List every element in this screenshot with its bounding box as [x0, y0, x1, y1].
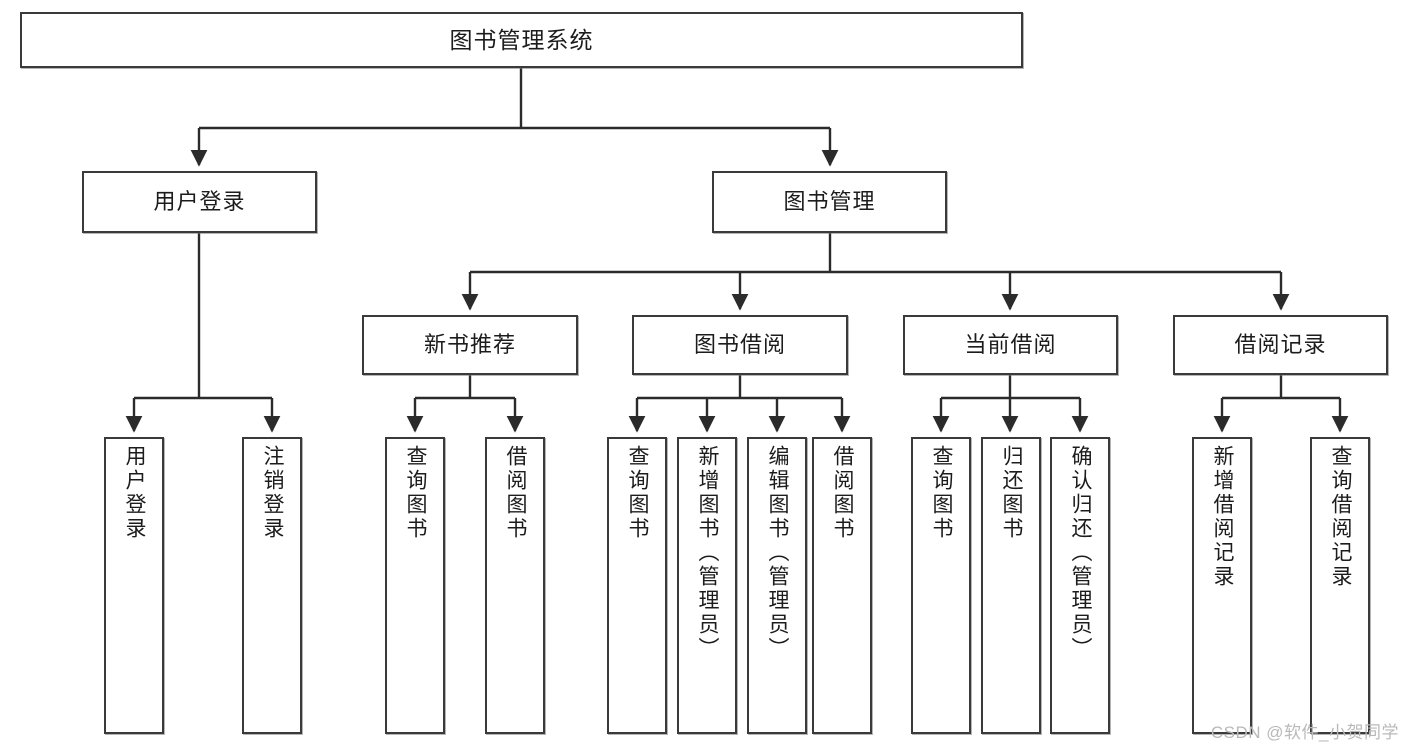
node-label: 新书推荐	[423, 332, 516, 358]
leaf-current-borrow-query[interactable]: 查询图书	[911, 437, 971, 734]
node-label: 新增图书（管理员）	[696, 445, 720, 661]
leaf-book-borrow-borrow[interactable]: 借阅图书	[812, 437, 872, 734]
node-label: 查询借阅记录	[1329, 445, 1353, 589]
node-label: 编辑图书（管理员）	[766, 445, 790, 661]
node-label: 当前借阅	[964, 332, 1057, 358]
leaf-new-book-borrow[interactable]: 借阅图书	[485, 437, 545, 734]
node-label: 新增借阅记录	[1211, 445, 1235, 589]
node-label: 注销登录	[261, 445, 285, 541]
leaf-current-borrow-return[interactable]: 归还图书	[981, 437, 1041, 734]
node-book-borrow[interactable]: 图书借阅	[632, 315, 848, 375]
csdn-watermark: CSDN @软件_小贺同学	[1210, 723, 1399, 742]
leaf-book-borrow-edit-admin[interactable]: 编辑图书（管理员）	[747, 437, 807, 734]
node-label: 查询图书	[626, 445, 650, 541]
leaf-current-borrow-confirm-admin[interactable]: 确认归还（管理员）	[1050, 437, 1110, 734]
node-borrow-record[interactable]: 借阅记录	[1173, 315, 1388, 375]
node-label: 确认归还（管理员）	[1069, 445, 1093, 661]
leaf-user-login-login[interactable]: 用户登录	[104, 437, 164, 734]
node-book-management[interactable]: 图书管理	[712, 171, 947, 233]
node-label: 借阅图书	[831, 445, 855, 541]
node-label: 用户登录	[123, 445, 147, 541]
leaf-borrow-record-add[interactable]: 新增借阅记录	[1192, 437, 1252, 734]
node-user-login[interactable]: 用户登录	[82, 171, 317, 233]
leaf-book-borrow-add-admin[interactable]: 新增图书（管理员）	[677, 437, 737, 734]
node-label: 用户登录	[153, 189, 246, 215]
node-new-book-recommend[interactable]: 新书推荐	[362, 315, 578, 375]
leaf-book-borrow-query[interactable]: 查询图书	[607, 437, 667, 734]
leaf-borrow-record-query[interactable]: 查询借阅记录	[1310, 437, 1370, 734]
node-root-library-system[interactable]: 图书管理系统	[20, 12, 1023, 68]
node-label: 查询图书	[930, 445, 954, 541]
node-label: 借阅记录	[1234, 332, 1327, 358]
node-label: 归还图书	[1000, 445, 1024, 541]
node-label: 查询图书	[404, 445, 428, 541]
node-label: 借阅图书	[504, 445, 528, 541]
leaf-new-book-query[interactable]: 查询图书	[385, 437, 445, 734]
leaf-user-login-logout[interactable]: 注销登录	[242, 437, 302, 734]
node-label: 图书管理	[783, 189, 876, 215]
node-label: 图书借阅	[693, 332, 786, 358]
node-current-borrow[interactable]: 当前借阅	[903, 315, 1118, 375]
node-label: 图书管理系统	[449, 26, 594, 53]
